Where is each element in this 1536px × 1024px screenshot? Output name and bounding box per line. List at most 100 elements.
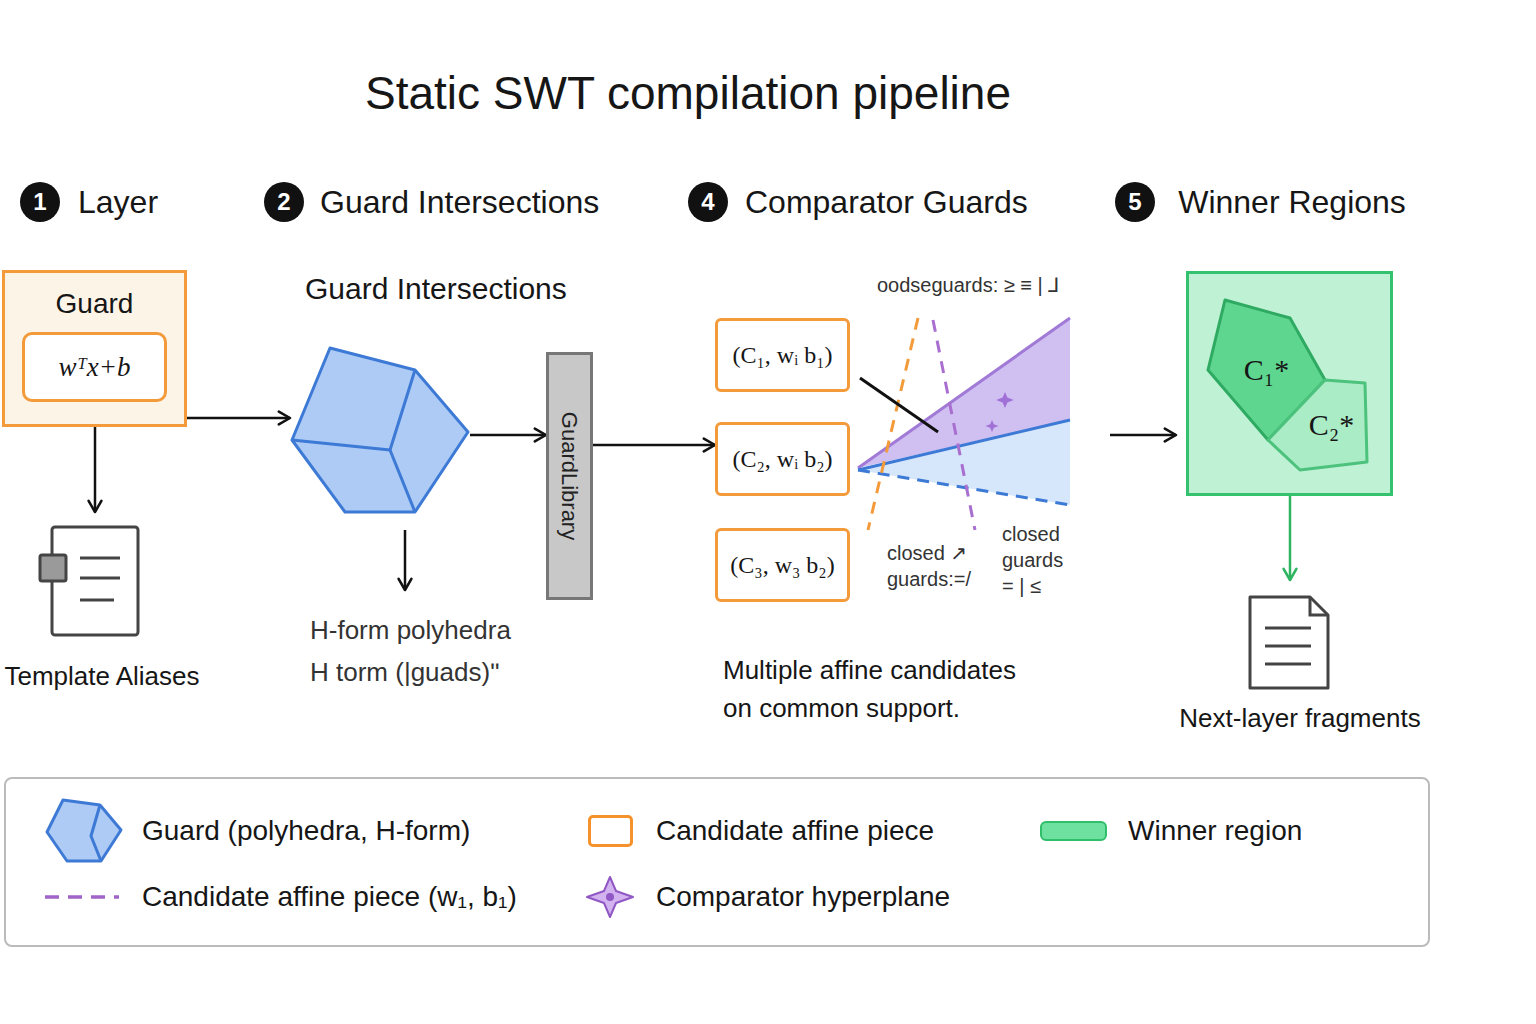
comparator-star [996, 392, 1014, 408]
guard-polyhedron: Guard Intersections [290, 345, 470, 517]
legend-polyhedron [47, 800, 121, 861]
candidate-box-text: (C₃, w₃ b₂) [730, 552, 834, 579]
legend-symbol [585, 876, 635, 918]
note-text-holder: H-form polyhedra [310, 615, 511, 646]
next-layer-doc-text: Next-layer fragments [1179, 703, 1420, 734]
legend-entry: Comparator hyperplane [585, 875, 950, 919]
flow-arrow [187, 417, 290, 420]
document-fold [1310, 597, 1328, 615]
document-line [1265, 663, 1311, 666]
legend-entry: Candidate affine piece (w₁, b₁) [45, 875, 517, 919]
legend-star-core [606, 893, 614, 901]
plot-annotation-holder: closed ↗ guards:=/ [887, 540, 992, 592]
legend-text: Candidate affine piece [656, 815, 934, 847]
document-line [80, 557, 120, 560]
legend-text: Comparator hyperplane [656, 881, 950, 913]
callout-number-holder: 4 [688, 182, 728, 222]
callout-number-holder: 1 [20, 182, 60, 222]
next-layer-doc: Next-layer fragments [1165, 580, 1435, 740]
step-heading-holder: Guard Intersections [320, 183, 599, 221]
caption-note-holder: Multiple affine candidates on common sup… [723, 652, 1038, 727]
down-arrow [404, 530, 407, 590]
document-line [1265, 645, 1311, 648]
winner-cell: C₂* [1268, 380, 1367, 470]
plot-annotation: closed guards = | ≤ [1002, 523, 1063, 597]
document-line [80, 577, 120, 580]
note-text: H torm (|guads)ʺ [310, 657, 499, 687]
legend-dashed-line [45, 895, 119, 899]
plot-annotation-holder: oodseguards: ≥ ≡ | ⅃ [877, 273, 1059, 297]
candidate-box: (C₃, w₃ b₂) [715, 528, 850, 602]
guard-library-bar-text: GuardLibrary [557, 412, 583, 540]
guard-region [858, 420, 1070, 505]
callout-number: 1 [33, 190, 46, 214]
affine-line [858, 420, 1070, 470]
affine-dashed-line [858, 470, 1070, 505]
comparator-star [985, 420, 998, 432]
template-aliases-doc-text: Template Aliases [4, 661, 199, 692]
legend-symbol [45, 890, 119, 904]
legend-text: Candidate affine piece (w₁, b₁) [142, 881, 517, 913]
legend-entry: Guard (polyhedra, H-form) [45, 809, 470, 853]
legend-polyhedron-edge [91, 805, 101, 861]
callout-number-holder: 5 [1115, 182, 1155, 222]
title-block: Static SWT compilation pipeline [0, 66, 1376, 120]
legend-swatch [1040, 821, 1107, 841]
diagram-title: Static SWT compilation pipeline [365, 67, 1011, 119]
callout-number: 5 [1128, 190, 1141, 214]
guard-box: Guard wᵀx+b [2, 270, 187, 427]
legend-text: Winner region [1128, 815, 1302, 847]
polyhedron-edge [390, 450, 415, 512]
step-heading: Layer [78, 184, 158, 220]
legend-entry: Candidate affine piece [588, 809, 934, 853]
formula-box: wᵀx+b [22, 332, 167, 402]
guard-dashed-line [868, 318, 918, 530]
guard-polyhedron-text: Guard Intersections [305, 271, 485, 307]
document-outline [1250, 597, 1328, 688]
plot-annotation: oodseguards: ≥ ≡ | ⅃ [877, 274, 1059, 296]
legend-swatch [588, 815, 633, 847]
flow-arrow [1110, 434, 1176, 437]
candidate-box: (C₂, wᵢ b₂) [715, 422, 850, 496]
callout-number: 4 [701, 190, 714, 214]
polyhedron-shape [290, 345, 470, 517]
guard-box-text: Guard [56, 287, 134, 321]
polyhedron-edge [292, 370, 415, 450]
flow-arrow [94, 427, 97, 512]
comparator-region [858, 318, 1070, 468]
comparator-edge [858, 318, 1070, 468]
candidate-box-text: (C₂, wᵢ b₂) [733, 446, 833, 473]
legend-text: Guard (polyhedra, H-form) [142, 815, 470, 847]
flow-arrow [470, 434, 546, 437]
template-aliases-doc: Template Aliases [2, 512, 202, 697]
callout-number: 2 [277, 190, 290, 214]
winner-cell-outline [1268, 380, 1367, 470]
formula-box-text: wᵀx+b [58, 352, 130, 383]
polyhedron-outline [292, 348, 468, 512]
candidate-dashed-line [933, 320, 975, 530]
note-text: H-form polyhedra [310, 615, 511, 645]
step-heading: Comparator Guards [745, 184, 1028, 220]
guard-library-bar: GuardLibrary [546, 352, 593, 600]
step-heading: Guard Intersections [320, 184, 599, 220]
caption-note: Multiple affine candidates on common sup… [723, 655, 1016, 723]
legend-box: Guard (polyhedra, H-form) Candidate affin… [4, 777, 1430, 947]
callout-number-holder: 2 [264, 182, 304, 222]
plot-annotation: closed ↗ guards:=/ [887, 542, 971, 590]
document-line [1265, 627, 1311, 630]
step-heading-holder: Layer [78, 183, 158, 221]
step-heading-holder: Comparator Guards [745, 183, 1028, 221]
plot-annotation-holder: closed guards = | ≤ [1002, 521, 1076, 599]
flow-arrow [593, 444, 715, 447]
candidate-box: (C₁, wᵢ b₁) [715, 318, 850, 392]
document-line [80, 599, 114, 602]
winner-cell-text: C₁* [1244, 353, 1289, 387]
legend-entry: Winner region [1040, 809, 1302, 853]
note-text-holder: H torm (|guads)ʺ [310, 657, 499, 688]
flow-arrow [1289, 496, 1292, 580]
legend-symbol [45, 798, 123, 864]
document-tab [40, 555, 66, 581]
winner-region-box: Winner RegionsC₁*C₂* [1186, 271, 1393, 496]
winner-cell-text: C₂* [1309, 408, 1354, 442]
